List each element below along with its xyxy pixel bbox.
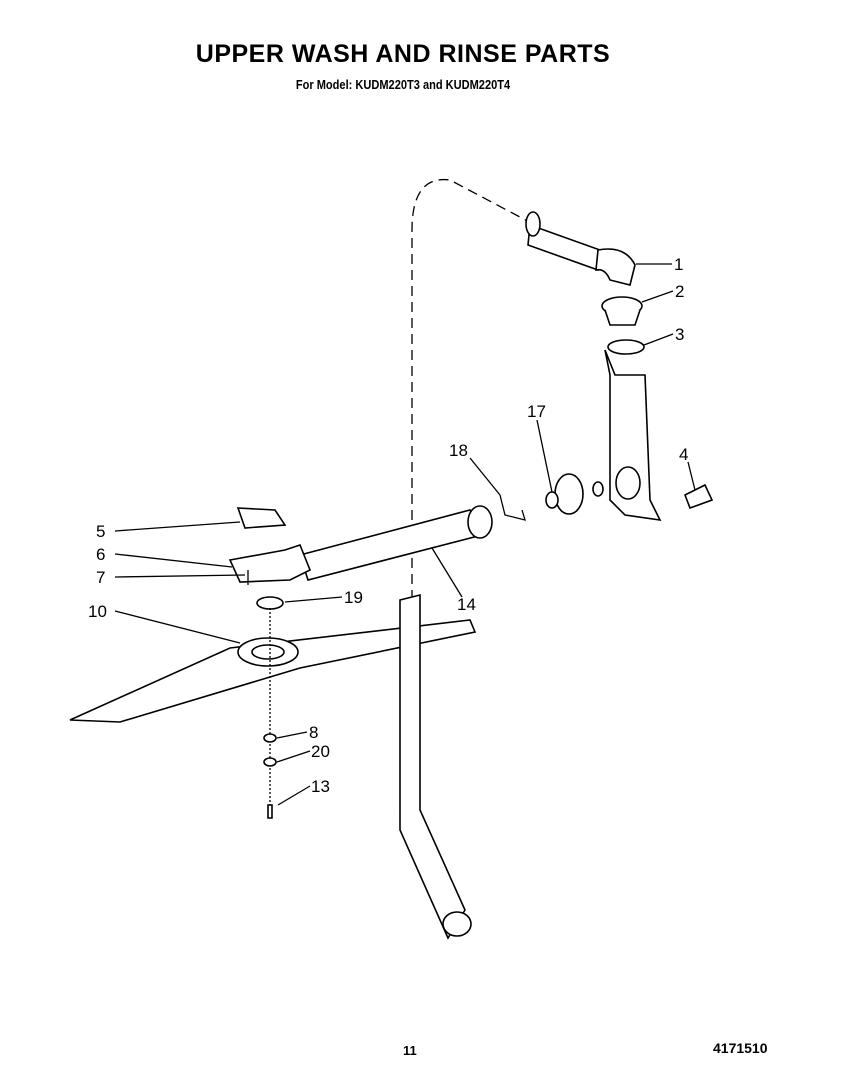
page-number: 11: [403, 1043, 417, 1058]
callout-2: 2: [675, 282, 684, 301]
callout-5: 5: [96, 522, 105, 541]
callout-19: 19: [344, 588, 363, 607]
part-17-gasket: [545, 473, 604, 515]
part-6-bracket: [228, 544, 312, 583]
callout-17: 17: [527, 402, 546, 421]
part-18-clip: [499, 494, 526, 521]
model-subtitle: For Model: KUDM220T3 and KUDM220T4: [295, 77, 511, 92]
document-number: 4171510: [713, 1040, 768, 1056]
part-13-screw: [267, 804, 273, 819]
callout-8: 8: [309, 723, 318, 742]
callout-7: 7: [96, 568, 105, 587]
part-2-seal: [601, 296, 643, 326]
part-8-washer: [263, 733, 277, 743]
part-14-conduit: [298, 505, 493, 581]
callout-18: 18: [449, 441, 468, 460]
part-5-clip: [236, 507, 287, 529]
callout-1: 1: [674, 255, 683, 274]
tube-end: [442, 911, 472, 937]
vertical-feed-tube: [399, 593, 466, 940]
page-title: UPPER WASH AND RINSE PARTS: [195, 40, 611, 68]
part-20-washer: [263, 757, 277, 767]
callout-20: 20: [311, 742, 330, 761]
part-4-nozzle: [683, 483, 714, 510]
callout-14: 14: [457, 595, 476, 614]
dashed-hose-path: [411, 178, 536, 600]
callout-3: 3: [675, 325, 684, 344]
part-10-spray-arm: [69, 619, 477, 723]
callout-6: 6: [96, 545, 105, 564]
part-1-elbow: [595, 248, 636, 286]
part-3-manifold: [604, 339, 662, 522]
callout-4: 4: [679, 445, 688, 464]
callout-10: 10: [88, 602, 107, 621]
part-19-seal: [256, 596, 284, 610]
leader-lines: [114, 263, 696, 806]
upper-supply-tube: [525, 211, 601, 272]
callout-13: 13: [311, 777, 330, 796]
